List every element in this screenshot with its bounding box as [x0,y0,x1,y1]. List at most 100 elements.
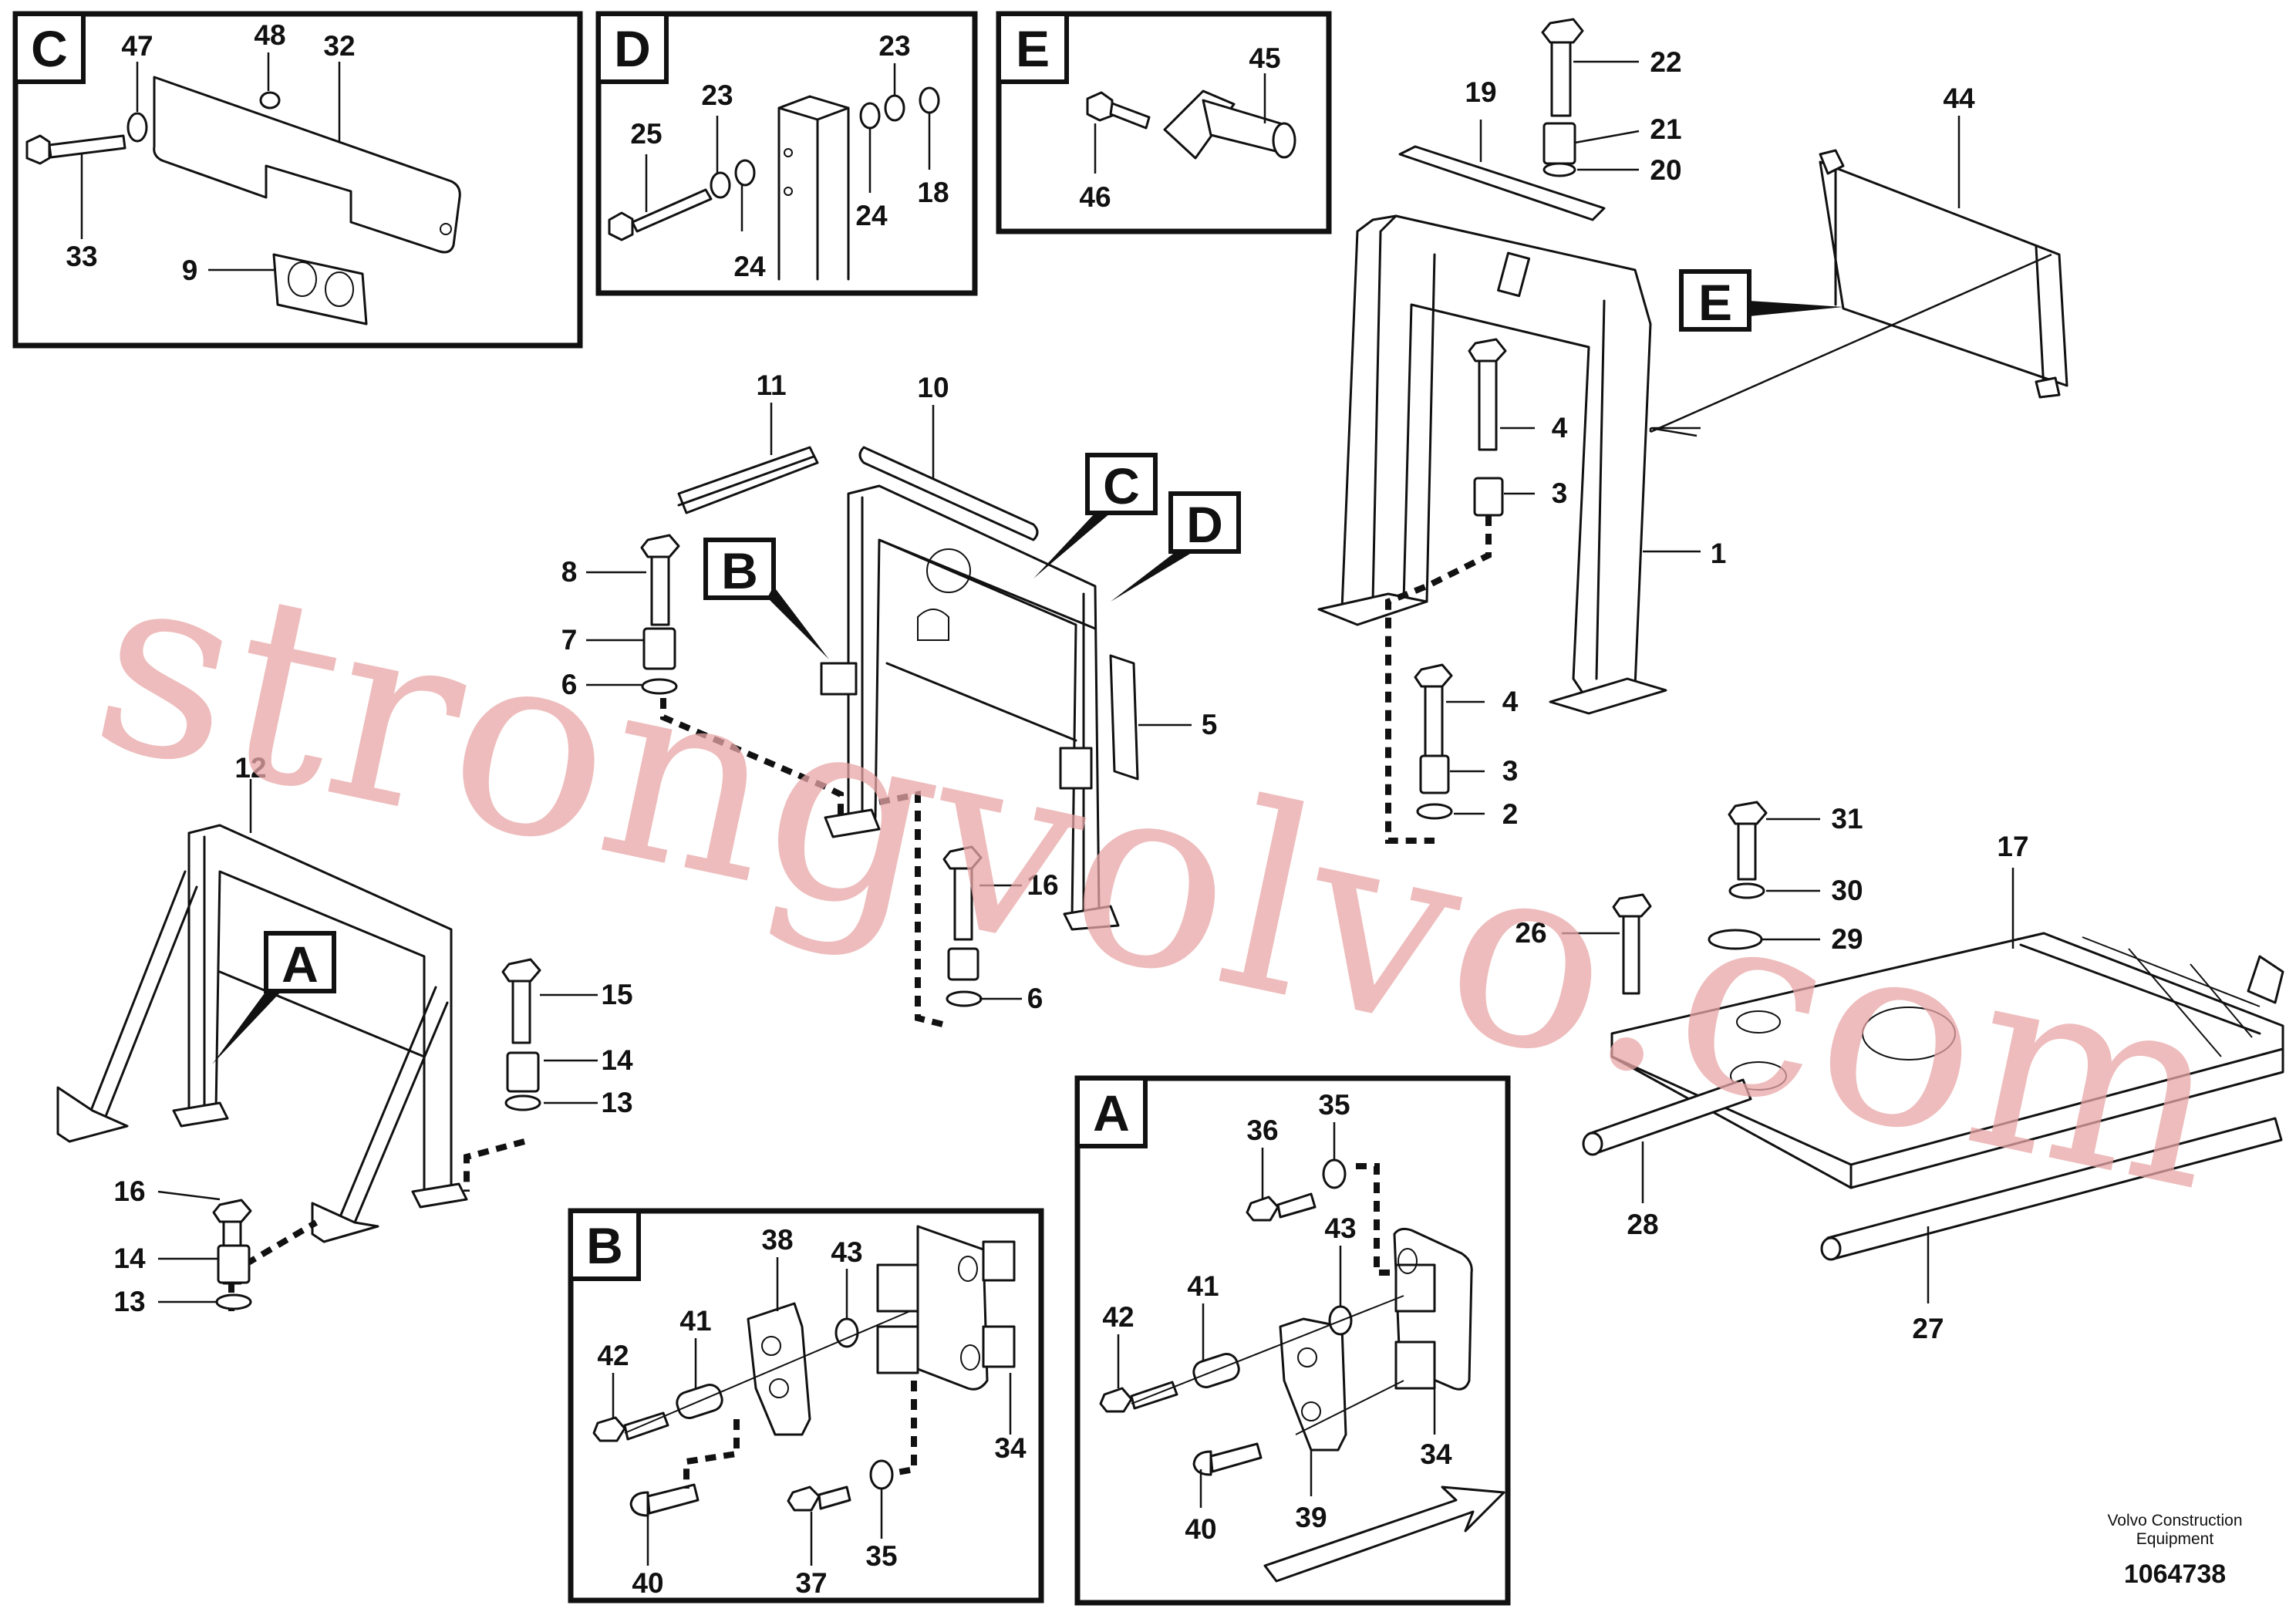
ref-d-label: D [1186,496,1223,553]
latch-39 [1279,1317,1347,1452]
callout-27: 27 [1912,1313,1944,1344]
ref-a-label: A [282,936,319,993]
ref-c-box: C [1033,453,1158,578]
callout-36: 36 [1246,1114,1278,1146]
callout-7: 7 [561,624,578,656]
callout-18: 18 [917,177,949,208]
callout-47: 47 [121,30,153,62]
callout-14b: 14 [113,1243,146,1274]
callout-12: 12 [234,752,266,784]
callout-41a: 41 [1187,1270,1219,1302]
callout-40b: 40 [632,1567,663,1599]
detail-b-panel: B [568,1208,1044,1603]
callout-20: 20 [1650,154,1681,186]
callout-31: 31 [1831,803,1863,835]
bolt-36 [1246,1192,1317,1222]
bolt-42a [1099,1381,1178,1413]
callout-40a: 40 [1185,1513,1216,1545]
bracket-34a [1393,1227,1473,1391]
plate-19 [1398,145,1606,221]
plate-32 [153,76,461,254]
bolt-22 [1541,18,1584,117]
bolt-16a [942,845,983,941]
washer-6a [641,678,678,695]
spacer-3-upper [1473,477,1504,517]
callout-34b: 34 [994,1432,1027,1464]
callout-14a: 14 [601,1044,633,1076]
bolt-4-upper [1468,338,1507,451]
ref-a-box: A [212,931,336,1064]
callout-35a: 35 [1318,1089,1350,1121]
detail-e-leaders [1094,73,1266,174]
block-9 [272,253,368,325]
callout-48: 48 [254,19,285,51]
callout-46: 46 [1079,181,1111,213]
callout-24a: 24 [733,251,766,282]
callout-5: 5 [1202,709,1218,740]
floor-plate-17 [1610,932,2284,1189]
profile-11 [677,446,819,514]
washer-47 [126,112,148,143]
callout-17: 17 [1997,831,2028,862]
drawing-number: 1064738 [2124,1560,2226,1589]
callout-8: 8 [561,556,578,588]
callout-1: 1 [1711,538,1727,569]
callout-9: 9 [182,255,198,286]
callout-42a: 42 [1102,1301,1134,1333]
callout-45: 45 [1249,42,1280,74]
callout-16b: 16 [113,1175,145,1207]
callout-43a: 43 [1324,1212,1356,1244]
callout-44: 44 [1943,83,1975,114]
detail-a-panel: A [1074,1075,1511,1606]
ref-b-box: B [703,538,829,659]
washer-6b [946,990,983,1007]
callout-6a: 6 [561,669,578,700]
washer-24 [734,159,756,187]
washer-30 [1728,882,1765,899]
arrow-indicator [1263,1485,1505,1583]
detail-a-label: A [1093,1084,1130,1141]
callout-35b: 35 [865,1540,897,1572]
dash-line-4 [464,1138,526,1192]
watermark: strongvolvo.com [73,509,2247,1248]
bolt-31 [1728,801,1768,881]
bolt-26 [1612,893,1652,995]
callout-3b: 3 [1502,755,1519,787]
spacer-14b [217,1244,251,1284]
washer-43b [834,1317,859,1348]
callout-4b: 4 [1502,686,1519,717]
callout-13a: 13 [601,1087,632,1118]
callout-24b: 24 [855,200,888,231]
callout-2: 2 [1502,798,1519,830]
bracket-34b [876,1225,1016,1391]
cover-29 [1708,929,1763,950]
rod-27 [1820,1117,2283,1261]
company-line-1: Volvo Construction [2107,1512,2242,1529]
washer-35a [1322,1158,1347,1189]
callout-33: 33 [66,241,97,272]
washer-13b [215,1293,252,1310]
center-leaders [586,403,1192,1000]
callout-15: 15 [601,979,632,1010]
spacer-3-lower [1419,754,1450,794]
bracket-44 [1819,149,2068,399]
detail-c-panel: C 47 48 32 33 9 [12,11,583,349]
washer-24b [859,102,881,130]
callout-25: 25 [630,118,662,150]
main-arch-leaders [1446,60,1701,815]
dash-line-2 [660,698,844,818]
arch-frame-1 [1317,214,1698,715]
bolt-42b [592,1411,669,1442]
callout-29: 29 [1831,923,1863,955]
washer-2 [1416,803,1453,820]
detail-e-label: E [1016,20,1050,77]
detail-b-leaders [612,1257,1012,1566]
detail-d-leaders [645,63,931,231]
washer-23b [884,94,905,122]
callout-41b: 41 [679,1305,711,1337]
callout-39: 39 [1295,1502,1327,1533]
rod-28 [1582,1078,1752,1156]
pin-45 [1163,89,1296,160]
spacer-14a [506,1051,540,1093]
